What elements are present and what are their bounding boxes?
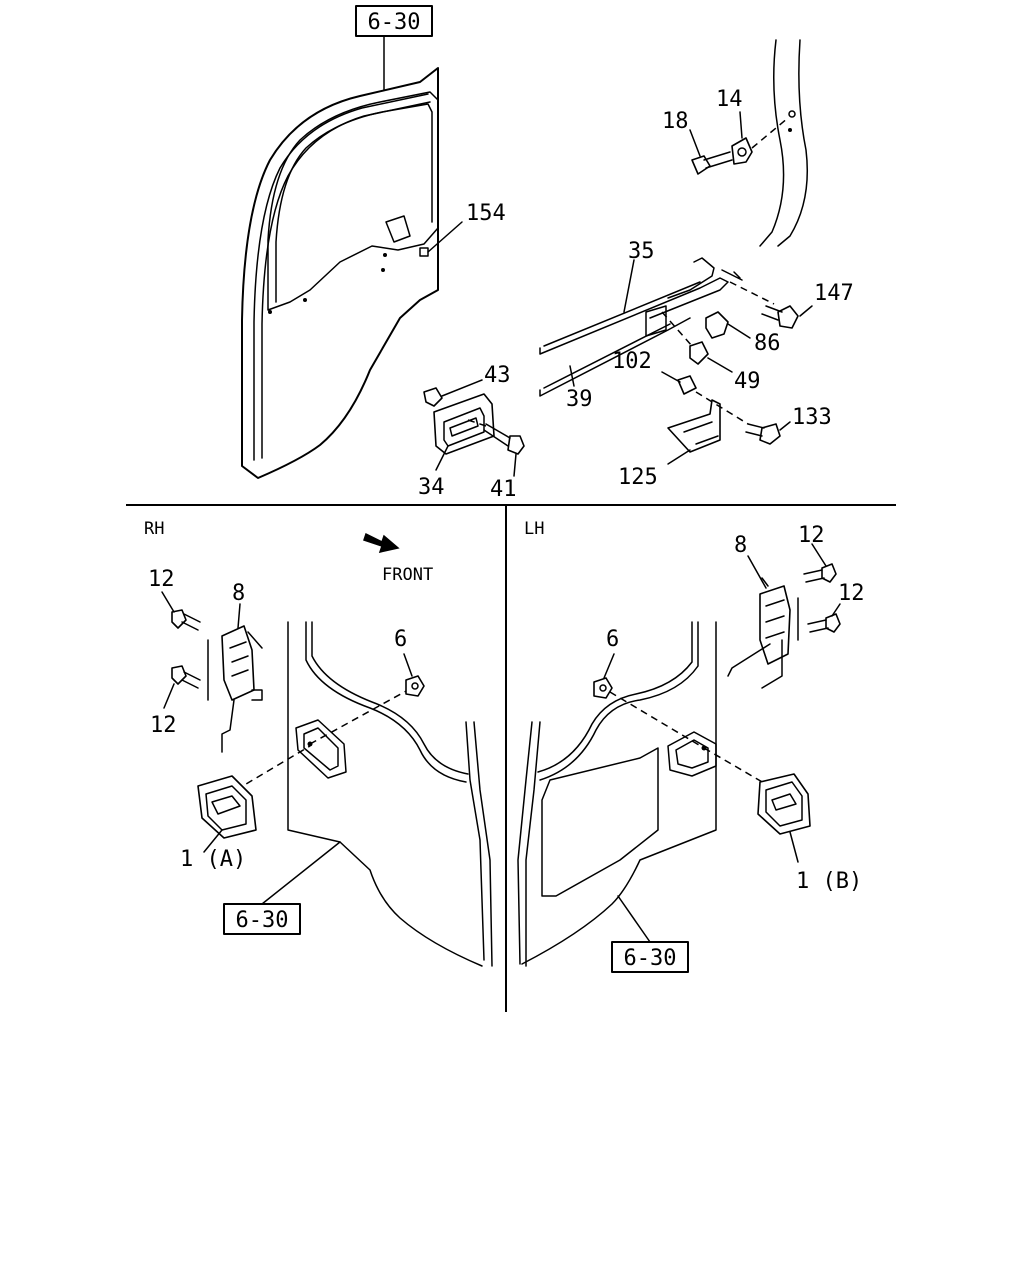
- callout-43[interactable]: 43: [484, 363, 511, 388]
- ref-box-rh[interactable]: 6-30: [223, 841, 341, 935]
- callout-35[interactable]: 35: [628, 239, 655, 264]
- callout-49[interactable]: 49: [734, 369, 761, 394]
- section-label-rh: RH: [144, 519, 164, 539]
- ref-label-top: 6-30: [368, 10, 421, 35]
- clip-49[interactable]: [689, 341, 709, 365]
- clip-86[interactable]: [705, 311, 729, 339]
- callout-18[interactable]: 18: [662, 109, 689, 134]
- rh-screw-12b[interactable]: [171, 665, 201, 689]
- bolt-133[interactable]: [745, 423, 781, 445]
- lh-callout-12b[interactable]: 12: [838, 581, 865, 606]
- lh-callout-6[interactable]: 6: [606, 627, 619, 652]
- rh-outer-handle-1a[interactable]: [197, 775, 257, 839]
- ref-label-rh: 6-30: [236, 908, 289, 933]
- rh-nut-6[interactable]: [405, 675, 425, 697]
- rh-door-outline: [287, 621, 493, 967]
- clip-43[interactable]: [423, 387, 443, 407]
- rh-callout-1a[interactable]: 1 (A): [180, 847, 246, 872]
- lh-callout-8[interactable]: 8: [734, 533, 747, 558]
- rh-callout-12b[interactable]: 12: [150, 713, 177, 738]
- bolt-147[interactable]: [761, 305, 799, 329]
- ref-label-lh: 6-30: [624, 946, 677, 971]
- inner-handle-bezel-34[interactable]: [433, 393, 495, 455]
- lh-door-outline: [517, 621, 717, 967]
- lh-callout-1b[interactable]: 1 (B): [796, 869, 862, 894]
- section-label-lh: LH: [524, 519, 544, 539]
- rh-callout-6[interactable]: 6: [394, 627, 407, 652]
- screw-41[interactable]: [483, 423, 525, 455]
- lh-screw-12b[interactable]: [807, 613, 841, 633]
- callout-86[interactable]: 86: [754, 331, 781, 356]
- callout-34[interactable]: 34: [418, 475, 445, 500]
- bolt-18[interactable]: [691, 151, 733, 175]
- ref-box-lh[interactable]: 6-30: [611, 895, 689, 973]
- nut-102[interactable]: [677, 375, 697, 395]
- rh-screw-12a[interactable]: [171, 609, 201, 631]
- callout-154[interactable]: 154: [466, 201, 506, 226]
- callout-125[interactable]: 125: [618, 465, 658, 490]
- lh-nut-6[interactable]: [593, 677, 613, 699]
- bracket-125[interactable]: [667, 399, 721, 453]
- callout-102[interactable]: 102: [612, 349, 652, 374]
- callout-14[interactable]: 14: [716, 87, 743, 112]
- lh-screw-12a[interactable]: [803, 563, 837, 583]
- door-panel-top: [241, 67, 439, 479]
- callout-41[interactable]: 41: [490, 477, 517, 502]
- striker-14[interactable]: [731, 137, 753, 165]
- callout-39[interactable]: 39: [566, 387, 593, 412]
- lh-callout-12a[interactable]: 12: [798, 523, 825, 548]
- rh-callout-12a[interactable]: 12: [148, 567, 175, 592]
- pillar-edge: [759, 39, 809, 247]
- rh-lock-8[interactable]: [207, 625, 263, 753]
- ref-box-top[interactable]: 6-30: [355, 5, 433, 91]
- callout-147[interactable]: 147: [814, 281, 854, 306]
- front-arrow-icon: [363, 532, 400, 554]
- lh-outer-handle-1b[interactable]: [757, 773, 811, 835]
- lock-rods[interactable]: [539, 257, 743, 397]
- lh-lock-8[interactable]: [727, 577, 799, 689]
- front-label: FRONT: [382, 565, 433, 585]
- callout-133[interactable]: 133: [792, 405, 832, 430]
- rh-callout-8[interactable]: 8: [232, 581, 245, 606]
